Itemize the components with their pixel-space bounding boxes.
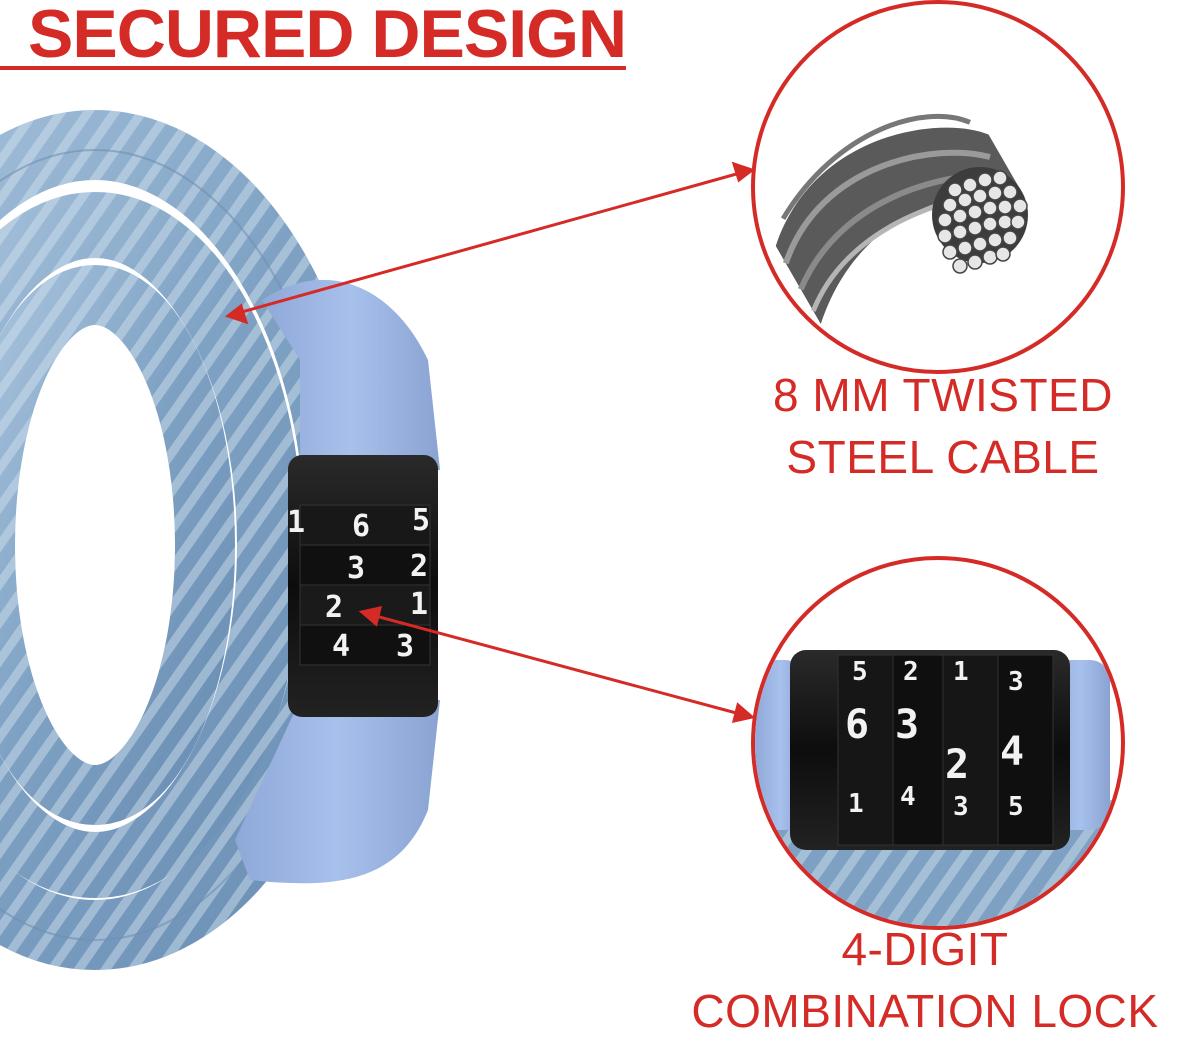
cable-sleeve (262, 279, 440, 470)
zoom-digit: 6 (845, 702, 869, 748)
dial-digit[interactable]: 5 (412, 503, 430, 538)
arrow-lock-line (371, 613, 741, 716)
zoom-digit: 5 (1008, 792, 1024, 822)
caption-line: STEEL CABLE (786, 431, 1100, 483)
caption-line: COMBINATION LOCK (691, 985, 1159, 1037)
page-title: SECURED DESIGN (28, 0, 627, 72)
steel-cable-closeup (775, 113, 1028, 324)
arrow-cable-head-right (731, 161, 756, 183)
caption-line: 8 MM TWISTED (773, 369, 1113, 421)
dial-digit[interactable]: 3 (396, 629, 414, 664)
arrow-cable-line (237, 171, 741, 315)
dial-digit[interactable]: 4 (332, 629, 350, 664)
dial-digit[interactable]: 1 (287, 505, 305, 540)
callout-arrows (224, 161, 756, 723)
arrow-lock-head-left (358, 606, 383, 627)
zoom-digit: 4 (900, 782, 916, 812)
zoom-digit: 5 (852, 657, 868, 687)
callout-caption-lock: 4-DIGIT COMBINATION LOCK (660, 918, 1183, 1042)
caption-line: 4-DIGIT (841, 923, 1009, 975)
zoom-digit: 1 (953, 657, 969, 687)
zoom-digit: 2 (945, 742, 969, 788)
zoom-digit: 2 (903, 657, 919, 687)
dial-digit[interactable]: 3 (347, 551, 365, 586)
dial-digit[interactable]: 2 (325, 590, 343, 625)
dial-digit[interactable]: 6 (352, 509, 370, 544)
combination-lock-closeup: 5 2 1 3 6 3 2 4 1 4 3 5 (755, 650, 1121, 926)
title-underline (0, 66, 626, 70)
dial-digit[interactable]: 1 (410, 587, 428, 622)
zoom-digit: 3 (953, 792, 969, 822)
zoom-digit: 3 (895, 702, 919, 748)
zoom-digit: 3 (1008, 667, 1024, 697)
dial-digit[interactable]: 2 (410, 549, 428, 584)
arrow-lock-head-right (731, 702, 756, 723)
arrow-cable-head-left (224, 303, 249, 325)
zoom-digit: 4 (1000, 729, 1024, 775)
combination-lock: 1 6 5 3 2 2 1 4 3 (287, 455, 438, 717)
callout-caption-cable: 8 MM TWISTED STEEL CABLE (738, 364, 1148, 488)
zoom-digit: 1 (848, 789, 864, 819)
